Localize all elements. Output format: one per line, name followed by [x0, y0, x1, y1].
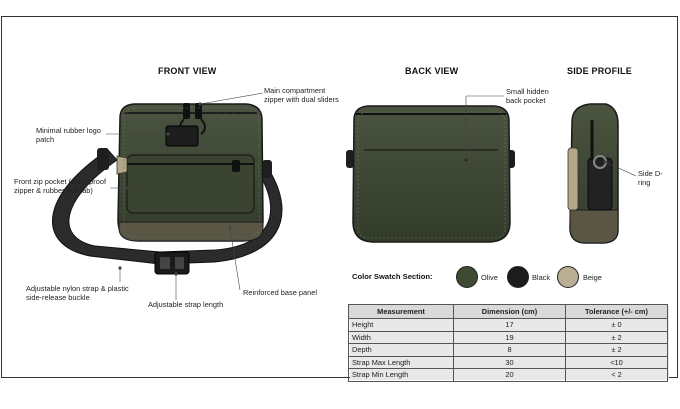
table-row: Strap Min Length 20 < 2	[348, 368, 668, 382]
callout-logo-patch: Minimal rubber logo patch	[36, 126, 101, 144]
front-base-panel	[118, 221, 264, 242]
column-header: Measurement	[348, 304, 454, 319]
callout-strap-length: Adjustable strap length	[148, 300, 224, 309]
swatch-olive	[456, 266, 478, 288]
callout-front-pocket: Front zip pocket (waterproof zipper & ru…	[14, 177, 107, 195]
front-zip-pocket	[126, 154, 255, 214]
side-accent-panel	[567, 147, 579, 211]
swatch-black-label: Black	[532, 273, 551, 282]
side-profile-heading: SIDE PROFILE	[567, 66, 632, 76]
side-dark-panel	[587, 157, 613, 211]
table-cell: Width	[348, 330, 454, 344]
front-stitching	[123, 107, 260, 238]
front-buckle-slot	[175, 257, 184, 269]
table-cell: 30	[453, 355, 566, 369]
column-header: Dimension (cm)	[453, 304, 566, 319]
side-base-panel	[569, 209, 619, 244]
table-cell: Strap Min Length	[348, 368, 454, 382]
front-view-heading: FRONT VIEW	[158, 66, 217, 76]
back-strap-loop-left	[346, 150, 354, 168]
swatch-beige	[557, 266, 579, 288]
measurement-table: Measurement Dimension (cm) Tolerance (+/…	[348, 304, 668, 382]
table-header-row: Measurement Dimension (cm) Tolerance (+/…	[348, 304, 668, 319]
front-view-bag	[52, 103, 283, 275]
back-body	[352, 105, 511, 243]
front-strap-loop-right	[262, 160, 272, 178]
table-cell: ± 2	[565, 330, 668, 344]
front-zipper-slider-left	[183, 103, 190, 119]
back-view-bag	[346, 105, 515, 243]
front-logo-patch	[165, 125, 199, 147]
front-strap-loop-left	[97, 148, 109, 170]
table-cell: < 2	[565, 368, 668, 382]
callout-back-pocket: Small hidden back pocket	[506, 87, 549, 105]
column-header: Tolerance (+/- cm)	[565, 304, 668, 319]
table-cell: Height	[348, 318, 454, 332]
table-cell: ± 0	[565, 318, 668, 332]
table-row: Width 19 ± 2	[348, 330, 668, 344]
swatch-olive-label: Olive	[481, 273, 498, 282]
callout-base-panel: Reinforced base panel	[243, 288, 317, 297]
front-zipper-pull	[200, 118, 206, 135]
front-pocket-accent	[116, 155, 128, 175]
table-cell: <10	[565, 355, 668, 369]
callout-d-ring: Side D-ring	[638, 169, 663, 187]
sheet-frame	[1, 16, 678, 378]
table-cell: 8	[453, 343, 566, 357]
table-cell: Strap Max Length	[348, 355, 454, 369]
back-stitching	[357, 111, 506, 239]
front-pocket-pull-tab	[232, 160, 240, 172]
swatch-black	[507, 266, 529, 288]
table-cell: 19	[453, 330, 566, 344]
swatch-beige-label: Beige	[583, 273, 602, 282]
table-row: Depth 8 ± 2	[348, 343, 668, 357]
back-view-heading: BACK VIEW	[405, 66, 459, 76]
side-profile-bag	[567, 103, 619, 244]
front-zipper-slider-right	[195, 103, 202, 119]
table-cell: 17	[453, 318, 566, 332]
table-row: Height 17 ± 0	[348, 318, 668, 332]
callout-strap: Adjustable nylon strap & plastic side-re…	[26, 284, 129, 302]
callout-leaders	[106, 92, 637, 300]
front-buckle-slot	[160, 257, 170, 269]
table-cell: 20	[453, 368, 566, 382]
table-cell: Depth	[348, 343, 454, 357]
callout-main-compartment: Main compartment zipper with dual slider…	[264, 86, 339, 104]
table-cell: ± 2	[565, 343, 668, 357]
swatch-section-title: Color Swatch Section:	[352, 272, 433, 281]
table-row: Strap Max Length 30 <10	[348, 355, 668, 369]
